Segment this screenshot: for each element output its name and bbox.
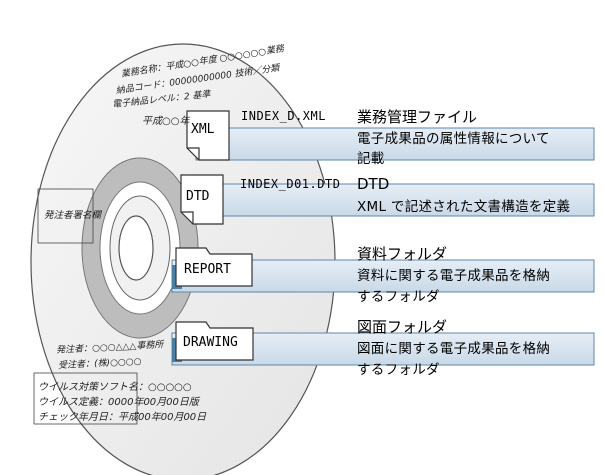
dtd-tag: DTD	[186, 189, 210, 204]
xml-title: 業務管理ファイル	[357, 108, 478, 126]
virus-line: ウイルス定義：0000年00月00日版	[38, 397, 199, 408]
xml-tag: XML	[191, 122, 215, 137]
dtd-desc: XML で記述された文書構造を定義	[357, 199, 571, 215]
virus-line: チェック年月日：平成00年00月00日	[38, 412, 207, 423]
xml-desc: 記載	[357, 151, 385, 167]
drawing-tag: DRAWING	[183, 335, 238, 350]
dtd-filename: INDEX_D01.DTD	[240, 177, 341, 191]
xml-file-icon	[186, 110, 230, 161]
drawing-folder-icon	[175, 321, 254, 361]
virus-line: ウイルス対策ソフト名：○○○○○	[38, 382, 192, 393]
virus-box	[33, 372, 138, 425]
report-desc: 資料に関する電子成果品を格納	[357, 268, 551, 284]
dtd-title: DTD	[357, 175, 390, 193]
orderer-sign-label: 発注者署名欄	[44, 210, 102, 221]
xml-filename: INDEX_D.XML	[241, 109, 326, 123]
report-desc: するフォルダ	[357, 289, 440, 305]
drawing-desc: 図面に関する電子成果品を格納	[357, 341, 551, 357]
report-title: 資料フォルダ	[357, 245, 448, 263]
disc-hole	[118, 215, 154, 281]
drawing-title: 図面フォルダ	[357, 318, 448, 336]
report-folder-icon	[175, 247, 253, 287]
orderer-box	[37, 188, 94, 244]
xml-desc: 電子成果品の属性情報について	[357, 131, 550, 147]
drawing-desc: するフォルダ	[357, 362, 440, 378]
dtd-file-icon	[180, 174, 224, 225]
disc-label-line: 平成○○年	[142, 116, 190, 127]
report-tag: REPORT	[184, 262, 231, 277]
